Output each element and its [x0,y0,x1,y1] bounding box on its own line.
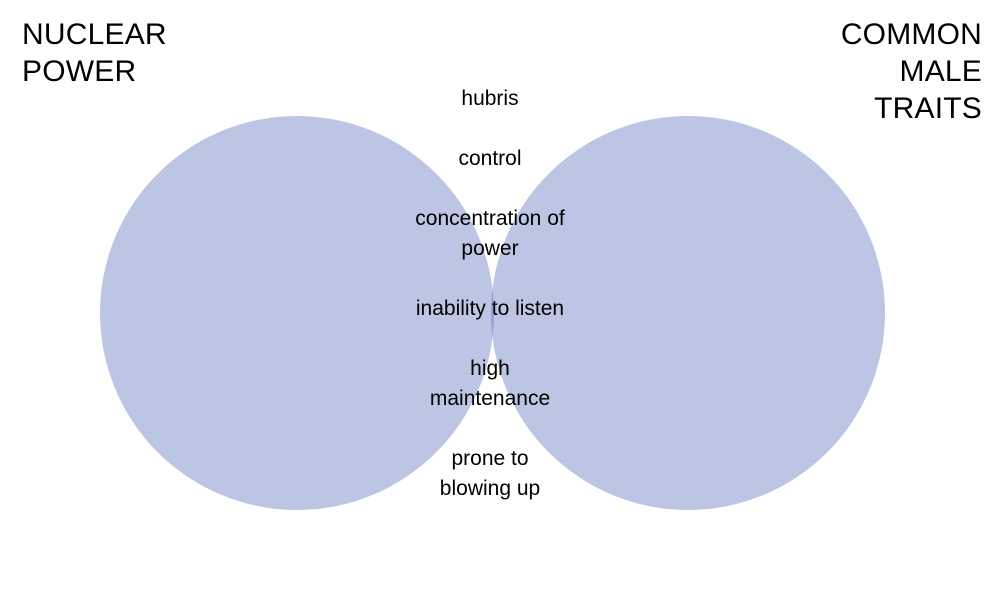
overlap-item-prone-to-blowing-up: prone to blowing up [439,447,541,500]
circle-common-male-traits [491,116,885,510]
overlap-item-hubris: hubris [461,87,519,110]
label-common-male-traits: COMMON MALE TRAITS [840,18,982,125]
overlap-item-inability-to-listen: inability to listen [415,297,565,320]
label-nuclear-power: NUCLEAR POWER [22,18,167,88]
overlap-item-concentration-of-power: concentration of power [415,207,565,260]
overlap-item-high-maintenance: high maintenance [429,357,551,410]
overlap-traits-list: hubris control concentration of power in… [390,84,590,504]
overlap-item-control: control [458,147,522,170]
circle-nuclear-power [100,116,494,510]
